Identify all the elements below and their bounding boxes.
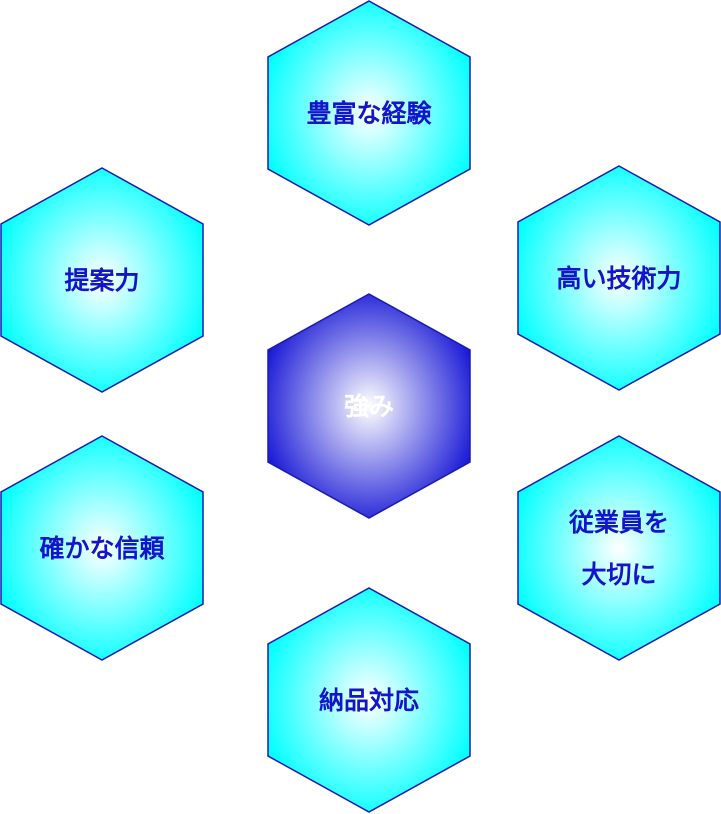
hexagon-technology-shape bbox=[517, 165, 721, 391]
hexagon-technology: 高い技術力 bbox=[517, 165, 721, 391]
hexagon-experience-label: 豊富な経験 bbox=[306, 99, 432, 128]
hexagon-delivery-shape bbox=[267, 587, 471, 813]
hexagon-employees: 従業員を大切に bbox=[517, 435, 721, 661]
hexagon-label-line: 確かな信頼 bbox=[39, 534, 165, 563]
hexagon-label-line: 提案力 bbox=[64, 266, 139, 295]
hexagon-label-line: 豊富な経験 bbox=[306, 99, 432, 128]
hexagon-employees-label: 従業員を大切に bbox=[568, 508, 669, 589]
hexagon-proposal-shape bbox=[0, 167, 204, 393]
hexagon-label-line: 高い技術力 bbox=[556, 264, 681, 293]
hexagon-label-line: 強み bbox=[344, 392, 394, 421]
hexagon-delivery: 納品対応 bbox=[267, 587, 471, 813]
hexagon-proposal-label: 提案力 bbox=[64, 266, 139, 295]
hexagon-employees-shape bbox=[517, 435, 721, 661]
center-hexagon: 強み bbox=[267, 293, 471, 519]
hexagon-delivery-label: 納品対応 bbox=[319, 686, 419, 715]
center-hexagon-shape bbox=[267, 293, 471, 519]
hexagon-label-line: 従業員を bbox=[568, 508, 669, 537]
hexagon-experience: 豊富な経験 bbox=[267, 0, 471, 226]
hexagon-trust: 確かな信頼 bbox=[0, 435, 204, 661]
center-hexagon-label: 強み bbox=[344, 392, 394, 421]
hexagon-trust-label: 確かな信頼 bbox=[39, 534, 165, 563]
hexagon-label-line: 大切に bbox=[581, 560, 656, 589]
hexagon-technology-label: 高い技術力 bbox=[556, 264, 681, 293]
hexagon-trust-shape bbox=[0, 435, 204, 661]
hexagon-proposal: 提案力 bbox=[0, 167, 204, 393]
hexagon-experience-shape bbox=[267, 0, 471, 226]
hexagon-label-line: 納品対応 bbox=[319, 686, 419, 715]
